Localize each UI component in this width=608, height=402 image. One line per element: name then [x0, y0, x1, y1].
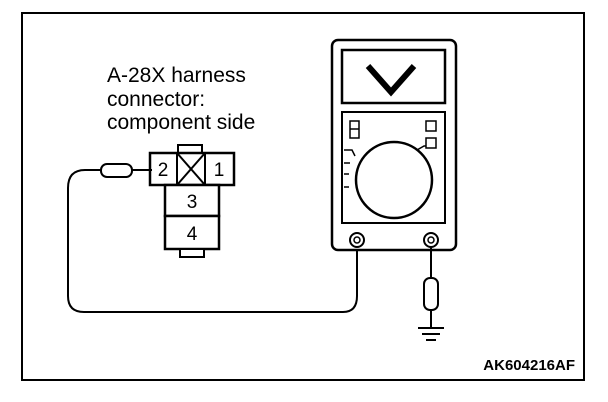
connector-label-line2: connector: — [107, 88, 205, 111]
ground-symbol-icon — [418, 327, 444, 341]
figure-code: AK604216AF — [483, 357, 575, 374]
connector-label-line3: component side — [107, 111, 255, 134]
v-icon — [365, 64, 417, 97]
ground-probe-icon — [423, 277, 439, 311]
jack-left — [349, 232, 365, 248]
pin-1-label: 1 — [214, 160, 225, 181]
probe-tip-icon — [100, 163, 152, 178]
diagram-frame — [21, 12, 585, 381]
pin-4-label: 4 — [187, 224, 198, 245]
multimeter-display — [340, 48, 447, 105]
jack-right — [423, 232, 439, 248]
connector-cell-3 — [163, 183, 221, 218]
indicator-box-right-bottom — [425, 137, 437, 149]
connector-cell-4 — [163, 214, 221, 251]
pin-3-label: 3 — [187, 192, 198, 213]
test-lead-positive — [67, 163, 358, 313]
multimeter — [330, 38, 458, 252]
test-lead-ground — [418, 247, 444, 341]
indicator-box-right-top — [425, 120, 437, 132]
blank-cavity-x-icon — [176, 152, 206, 186]
connector-bottom-latch — [179, 248, 205, 258]
rotary-dial — [354, 140, 434, 220]
pin-2-label: 2 — [158, 160, 169, 181]
connector-label-line1: A-28X harness — [107, 64, 246, 87]
harness-connector: 2 1 3 4 — [148, 144, 236, 258]
dial-scale-marks — [344, 145, 426, 188]
